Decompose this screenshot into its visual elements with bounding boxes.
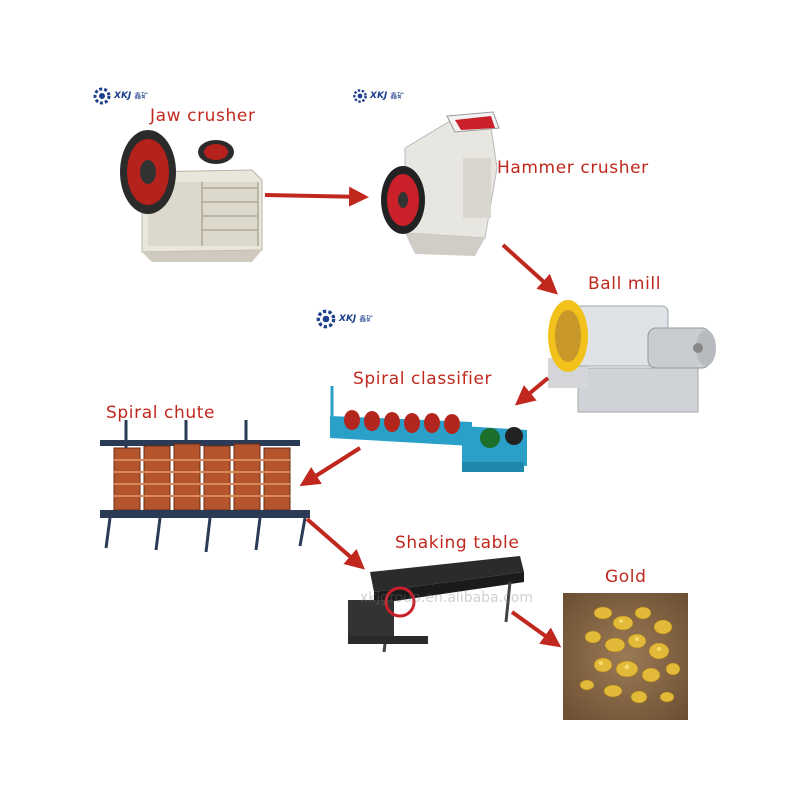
arrow-chute-to-table <box>305 517 366 570</box>
label-hammer-crusher: Hammer crusher <box>497 158 649 178</box>
label-spiral-chute: Spiral chute <box>106 403 216 423</box>
shaking-table-image <box>348 556 524 653</box>
label-spiral-classifier: Spiral classifier <box>353 369 493 389</box>
arrow-jaw-to-hammer <box>264 186 369 207</box>
ball-mill-image <box>548 300 716 413</box>
logo-sub: 鑫矿 <box>359 315 374 323</box>
hammer-crusher-image <box>381 111 500 256</box>
label-jaw-crusher: Jaw crusher <box>150 106 256 126</box>
arrow-hammer-to-ballmill <box>501 243 558 295</box>
arrow-table-to-gold <box>510 610 562 648</box>
brand-logo-3: XKJ 鑫矿 <box>315 308 373 330</box>
watermark: xkjgroup.en.alibaba.com <box>360 590 533 606</box>
logo-text: XKJ <box>114 91 132 101</box>
label-ball-mill: Ball mill <box>588 274 662 294</box>
label-gold: Gold <box>605 567 647 587</box>
logo-sub: 鑫矿 <box>134 92 149 100</box>
brand-logo-2: XKJ 鑫矿 <box>352 88 404 104</box>
gold-image <box>563 593 688 720</box>
arrow-classifier-to-chute <box>299 446 362 487</box>
gear-logo-icon <box>353 89 367 103</box>
logo-text: XKJ <box>339 314 357 324</box>
jaw-crusher-image <box>120 130 263 262</box>
spiral-chute-image <box>100 420 310 553</box>
spiral-classifier-image <box>330 386 527 472</box>
brand-logo-1: XKJ 鑫矿 <box>92 86 148 106</box>
gear-logo-icon <box>316 309 336 329</box>
gear-logo-icon <box>93 87 111 105</box>
logo-sub: 鑫矿 <box>390 92 405 100</box>
label-shaking-table: Shaking table <box>395 533 520 553</box>
arrow-ballmill-to-classifier <box>514 376 550 406</box>
logo-text: XKJ <box>370 91 388 101</box>
